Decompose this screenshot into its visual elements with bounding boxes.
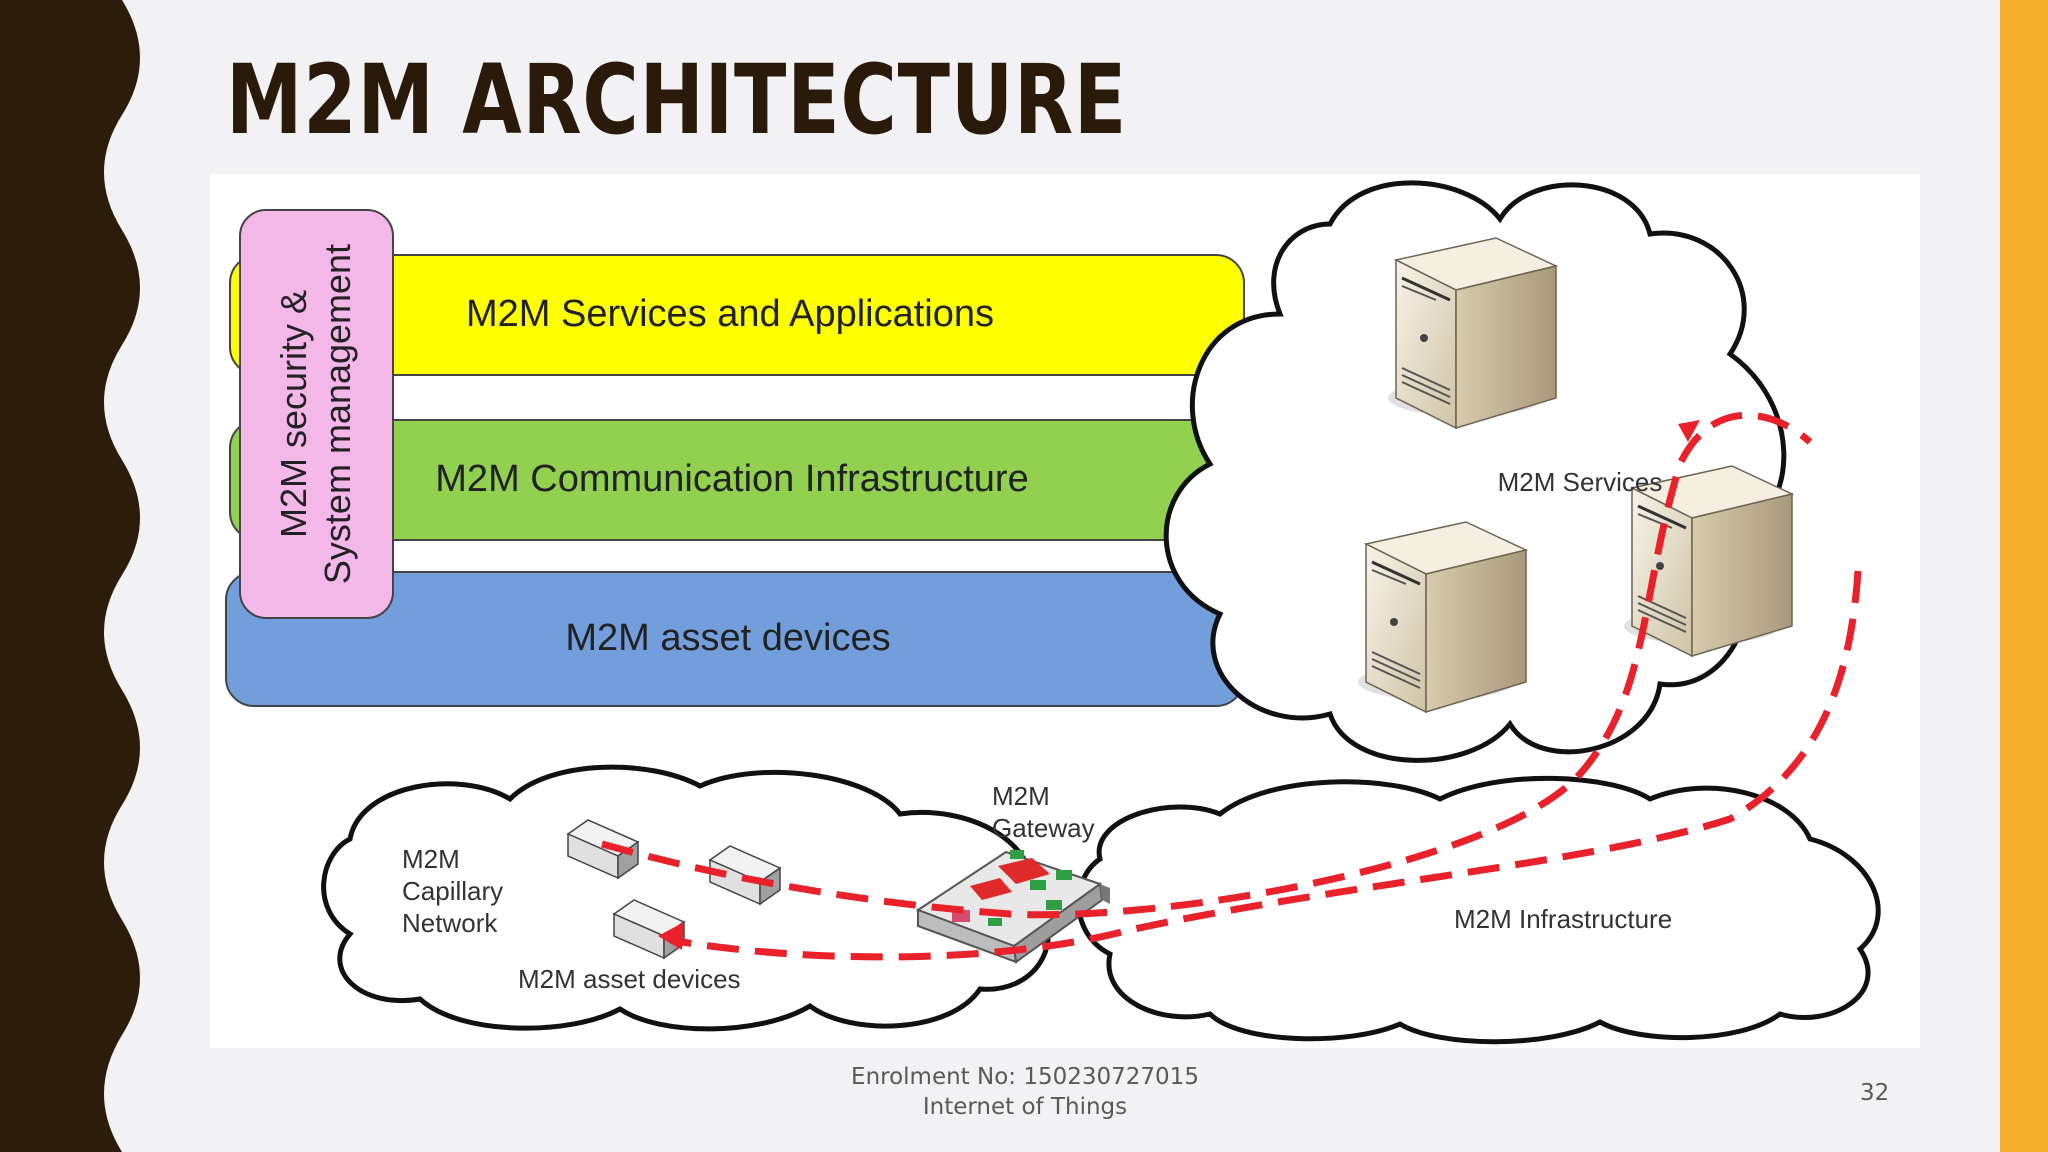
services-cloud-label: M2M Services bbox=[1498, 467, 1663, 497]
capillary-label-line3: Network bbox=[402, 908, 498, 938]
server-icon-1 bbox=[1386, 236, 1558, 430]
infrastructure-label: M2M Infrastructure bbox=[1454, 904, 1672, 934]
right-accent-bar bbox=[2000, 0, 2048, 1152]
security-management-box bbox=[239, 209, 394, 619]
gateway-icon bbox=[915, 850, 1110, 964]
capillary-label-line2: Capillary bbox=[402, 876, 503, 906]
layer-services-bar bbox=[229, 254, 1245, 376]
security-label-line1: M2M security & bbox=[273, 290, 314, 538]
capillary-label-line1: M2M bbox=[402, 844, 460, 874]
security-label-line2: System management bbox=[317, 244, 358, 584]
architecture-diagram: M2M Services and Applications M2M Commun… bbox=[210, 174, 1920, 1048]
footer-subject: Internet of Things bbox=[922, 1094, 1128, 1120]
footer-enrolment: Enrolment No: 150230727015 bbox=[851, 1064, 1199, 1090]
slide-title: M2M ARCHITECTURE bbox=[226, 44, 1128, 156]
layer-communication-label: M2M Communication Infrastructure bbox=[435, 458, 1028, 500]
gateway-label-line1: M2M bbox=[992, 781, 1050, 811]
server-icon-2 bbox=[1356, 520, 1528, 714]
wavy-band-shape bbox=[0, 0, 140, 1152]
left-wavy-band bbox=[0, 0, 140, 1152]
layer-assets-label: M2M asset devices bbox=[565, 617, 890, 659]
arrow-head-bottom bbox=[658, 922, 684, 950]
arrow-head-top bbox=[1678, 420, 1700, 442]
dashed-path-up bbox=[601, 411, 1813, 919]
page-number: 32 bbox=[1860, 1080, 1890, 1106]
services-cloud bbox=[1163, 180, 1787, 763]
infrastructure-cloud bbox=[1076, 775, 1881, 1045]
asset-devices-label: M2M asset devices bbox=[518, 964, 741, 994]
capillary-cloud bbox=[321, 764, 1051, 1032]
dashed-path-down bbox=[669, 570, 1862, 961]
gateway-label-line2: Gateway bbox=[992, 813, 1095, 843]
layer-services-label: M2M Services and Applications bbox=[466, 293, 994, 335]
